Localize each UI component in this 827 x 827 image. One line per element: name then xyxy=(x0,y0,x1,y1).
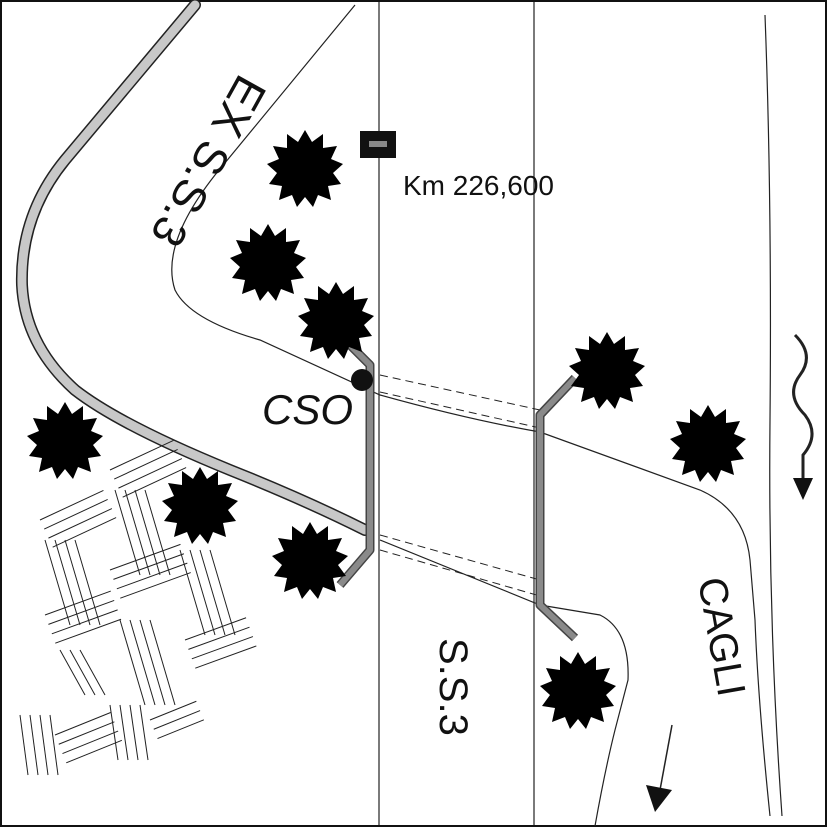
river-bank xyxy=(764,14,783,817)
road-edge-south xyxy=(379,539,629,827)
tree-icon xyxy=(27,402,103,479)
culvert-wall-east xyxy=(537,375,578,641)
tree-icon xyxy=(162,467,238,544)
tree-icon xyxy=(670,405,746,482)
tree-icon xyxy=(272,522,348,599)
tree-icon xyxy=(540,652,616,729)
culvert-south-dashed xyxy=(379,534,541,597)
culvert-north-dashed xyxy=(379,374,541,429)
cagli-direction-arrow xyxy=(646,724,673,812)
tree-icon xyxy=(298,282,374,359)
tree-icon xyxy=(230,224,306,301)
road-edge-north xyxy=(171,4,771,817)
site-label: CSO xyxy=(262,386,353,433)
water-flow-arrow-icon xyxy=(792,333,814,500)
old-road-band xyxy=(17,0,370,535)
culvert-wall-west xyxy=(337,332,373,587)
main-road-label: S.S.3 xyxy=(431,638,475,736)
culvert-wall-east-outline xyxy=(535,374,579,642)
field-hatching xyxy=(19,439,257,776)
km-marker-icon xyxy=(360,131,396,158)
destination-label: CAGLI xyxy=(689,574,753,700)
tree-icon xyxy=(267,130,343,207)
site-point-icon xyxy=(351,369,373,391)
tree-icon xyxy=(569,332,645,409)
old-road-label: EX S.S.3 xyxy=(141,67,277,255)
chainage-label: Km 226,600 xyxy=(403,170,554,201)
